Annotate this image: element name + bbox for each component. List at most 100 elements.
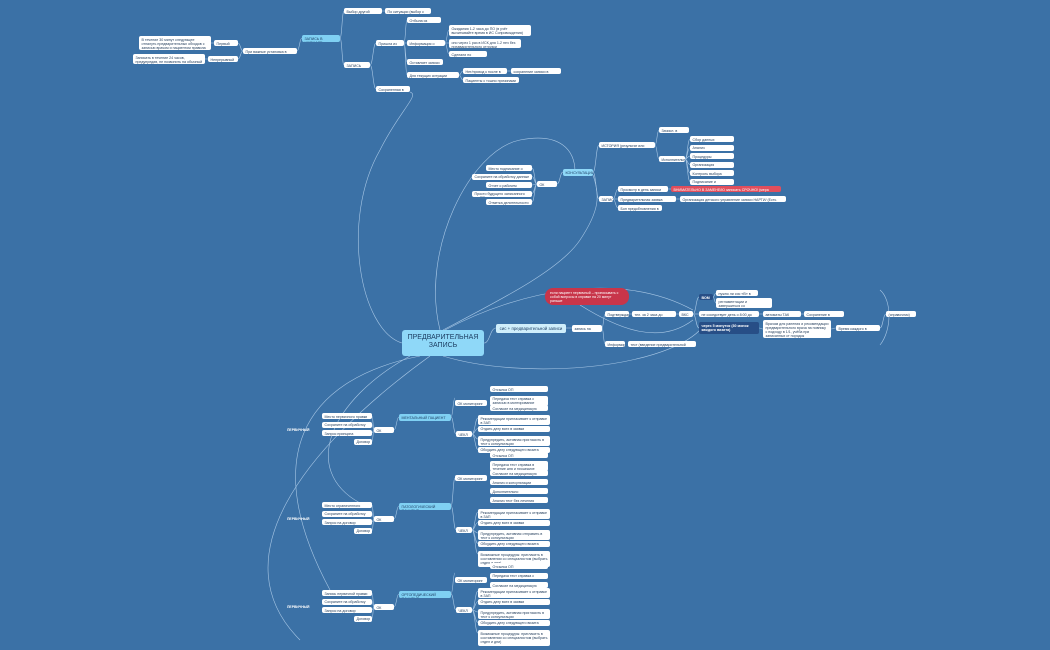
journal-n2d2[interactable]: сохранение записи в кабинете bbox=[511, 68, 561, 74]
consult-sub1b-item[interactable]: Подписание и расписание bbox=[690, 178, 734, 185]
consult-sub1a[interactable]: Зачисл. в стенке bbox=[659, 127, 689, 133]
central-topic[interactable]: ПРЕДВАРИТЕЛЬНАЯ ЗАПИСЬ bbox=[402, 330, 484, 356]
section-ok-item[interactable]: Договор bbox=[354, 438, 372, 445]
right-a-node[interactable]: ВОМ bbox=[699, 294, 713, 300]
consult-sub1b-item[interactable]: Организация bbox=[690, 161, 734, 168]
journal-branch[interactable]: ЗАПИСЬ В ЖУРНАЛЕ bbox=[302, 35, 340, 42]
confirm-a-node[interactable]: тел. за 2 часа до визита bbox=[632, 311, 676, 317]
right-c1-node[interactable]: Врачом для ранения и рекомендации предва… bbox=[763, 320, 831, 338]
section-g2-item[interactable]: Предупредить, активная приглаcить в тест… bbox=[478, 436, 550, 446]
consult-left-item[interactable]: Отчет о рабочем Пациента bbox=[486, 182, 532, 188]
inform-node[interactable]: Информир bbox=[605, 341, 625, 347]
journal-n1a[interactable]: По ситуации (выбор с Дирекции) bbox=[385, 8, 431, 14]
journal-n2a[interactable]: Отбыла из ЭЛЕКТР bbox=[407, 17, 441, 23]
section-g1-item[interactable]: Анализ тест без лечения процесс bbox=[490, 497, 548, 503]
consult-branch[interactable]: КОНСУЛЬТАЦИИ bbox=[563, 169, 593, 176]
consult-sub2c[interactable]: Бон предобновления в сис bbox=[618, 205, 662, 211]
section-g2-item[interactable]: Предупредить, активная отправить в тест … bbox=[478, 530, 550, 540]
section-ok-item[interactable]: Запрос принципа Пациента bbox=[322, 430, 372, 436]
consult-left-item[interactable]: Отметка делительности bbox=[486, 199, 532, 205]
section-side-label[interactable]: ПЕРВИЧНЫЙ bbox=[287, 517, 310, 521]
section-ok-head[interactable]: ОК записи bbox=[374, 516, 394, 522]
journal-n2d[interactable]: Для текущих ситуации Цыпл bbox=[407, 72, 459, 78]
section-title[interactable]: ПАТОЛОГИЧЕСКИЙ ПАЦИЕНТ bbox=[399, 503, 451, 510]
section-ok-item[interactable]: Сохраните на обработку данные bbox=[322, 421, 372, 428]
consult-sub1b-item[interactable]: Сбор данных bbox=[690, 136, 734, 142]
section-g2-item[interactable]: Рекомендации пригласивает к отправке в З… bbox=[478, 588, 550, 598]
journal-n2[interactable]: Пришла из ЭЛЕКТР bbox=[376, 40, 404, 46]
section-g1-item[interactable]: Отсылка ОП bbox=[490, 452, 548, 458]
journal-n5a[interactable]: Первый дату bbox=[214, 40, 238, 46]
consult-sub1b-item[interactable]: Процедуры bbox=[690, 153, 734, 159]
section-g2-head[interactable]: ЧЕКЛ bbox=[456, 527, 472, 533]
section-g2-item[interactable]: Отдать дату всех в заявки bbox=[478, 598, 550, 605]
journal-n2b2[interactable]: оно через 1 раз в ИСК для 1-2 неч без пр… bbox=[449, 39, 521, 48]
right-c-node[interactable]: через 5 минуток (30 минок каждого визита… bbox=[699, 322, 759, 334]
section-side-label[interactable]: ПЕРВИЧНЫЙ bbox=[287, 605, 310, 609]
journal-n5a1[interactable]: В течение 30 минут следующее отпалуть пр… bbox=[139, 36, 211, 50]
consult-sub1b-item[interactable]: Анализ bbox=[690, 144, 734, 151]
section-title[interactable]: ОРТОПЕДИЧЕСКИЙ ПАЦИЕНТ bbox=[399, 591, 451, 598]
right-a1-node[interactable]: нужно ли сис «В» в день bbox=[716, 290, 758, 296]
consult-sub2a-red[interactable]: ВНИМАТЕЛЬНО В ЗАМЕНЕ/Ю записать СРОЧНО! … bbox=[671, 186, 781, 192]
consult-sub1b-item[interactable]: Контроль выбора bbox=[690, 170, 734, 176]
journal-n5b1[interactable]: Записать в течение 24 часов, предупредив… bbox=[133, 54, 205, 64]
section-ok-head[interactable]: ОК записи bbox=[374, 427, 394, 433]
section-ok-item[interactable]: Запрос на договор Пациента bbox=[322, 607, 372, 613]
section-g1-head[interactable]: ОК мониторинг bbox=[455, 577, 487, 583]
schedule-node[interactable]: сис + предварительной записи bbox=[496, 324, 566, 333]
section-ok-item[interactable]: Договор bbox=[354, 615, 372, 622]
section-g1-head[interactable]: ОК мониторинг bbox=[455, 475, 487, 481]
section-g1-item[interactable]: Отсылка ОП bbox=[490, 563, 548, 569]
right-c2-node[interactable]: Время каждого в сервисе bbox=[836, 325, 880, 331]
section-title[interactable]: МЕНТАЛЬНЫЙ ПАЦИЕНТ bbox=[399, 414, 451, 421]
section-g1-item[interactable]: Согласие на медицинскую bbox=[490, 582, 548, 588]
section-ok-item[interactable]: Договор bbox=[354, 527, 372, 534]
section-g2-item[interactable]: Обсудить дату следующего визита bbox=[478, 619, 550, 626]
consult-sub2b1[interactable]: Организация детского управление записи Н… bbox=[680, 196, 786, 202]
journal-n4[interactable]: Сохраненная в БД bbox=[376, 86, 410, 92]
section-ok-item[interactable]: Сохраните на обработку данные bbox=[322, 510, 372, 517]
section-g1-item[interactable]: Дополнительно bbox=[490, 488, 548, 494]
journal-n3[interactable]: ЗАПИСЬ ДАННЫХ bbox=[344, 62, 370, 68]
right-b2-node[interactable]: Сохранение в ошибке bbox=[804, 311, 844, 317]
section-ok-item[interactable]: Сохраните на обработку данные bbox=[322, 598, 372, 605]
confirm-node[interactable]: Подтверждает bbox=[605, 311, 629, 317]
journal-n2b3[interactable]: Сделали по ситуации bbox=[449, 51, 487, 57]
journal-n2d1[interactable]: Нет/приход к после в нет bbox=[463, 68, 507, 74]
section-ok-head[interactable]: ОК записи bbox=[374, 604, 394, 610]
journal-n5b[interactable]: Непрерывный дату bbox=[208, 56, 238, 62]
section-g2-head[interactable]: ЧЕКЛ bbox=[456, 607, 472, 613]
consult-left-item[interactable]: Сохраните на обработку данные bbox=[472, 173, 532, 180]
consult-left-item[interactable]: Место подписание о правке bbox=[486, 165, 532, 171]
section-ok-item[interactable]: Место ограниченного правки bbox=[322, 502, 372, 508]
right-a2-node[interactable]: регламентации и завершиться со формирова… bbox=[716, 298, 772, 308]
section-g1-item[interactable]: Отсылка ОП bbox=[490, 386, 548, 392]
journal-n5[interactable]: При важные установка в кредит bbox=[243, 48, 297, 54]
section-g2-item[interactable]: Обсудить дату следующего визита bbox=[478, 540, 550, 547]
section-g2-item[interactable]: Отдать дату всех в заявки bbox=[478, 425, 550, 432]
journal-n2b1[interactable]: Ожидания 1-2 часа до ПО (в учёт вычитыва… bbox=[449, 25, 531, 36]
section-g2-item[interactable]: Рекомендации пригласивает к отправке в З… bbox=[478, 415, 550, 425]
section-g2-head[interactable]: ЧЕКЛ bbox=[456, 431, 472, 437]
journal-n2c[interactable]: Оставляет записи в ОП bbox=[407, 59, 443, 65]
right-b-node[interactable]: не соседствует день о 8:00 до 24:00 bbox=[699, 311, 759, 317]
section-ok-item[interactable]: Запись первичной правки bbox=[322, 590, 372, 596]
section-g2-item[interactable]: Обсудить дату следующего визита bbox=[478, 446, 550, 453]
consult-sub2b[interactable]: Предварительная заявка записи bbox=[618, 196, 676, 202]
section-g1-item[interactable]: Анализ и консультации bbox=[490, 479, 548, 485]
consult-sub1b[interactable]: Исполнительно bbox=[659, 156, 685, 162]
section-g1-item[interactable]: Согласие на медицинскую bbox=[490, 405, 548, 411]
section-g1-item[interactable]: Передача тест справка с записью bbox=[490, 572, 548, 579]
right-b1-node[interactable]: автоматы ТАК НВСТВ bbox=[763, 311, 801, 317]
section-g2-item[interactable]: Отдать дату всех в заявки bbox=[478, 519, 550, 526]
section-g2-item[interactable]: Предупредить, активная пригласить в тест… bbox=[478, 609, 550, 619]
schedule-child-node[interactable]: запись на пульт bbox=[572, 325, 602, 332]
section-g2-item[interactable]: Рекомендации пригласивает к отправке в З… bbox=[478, 509, 550, 519]
section-g1-item[interactable]: Согласие на медицинскую bbox=[490, 470, 548, 476]
section-g1-item[interactable]: Передача тест справка в течение дня и пр… bbox=[490, 461, 548, 471]
warning-callout[interactable]: если пациент первичный – прописывать с с… bbox=[545, 288, 629, 305]
journal-n1[interactable]: Выбор другой кабинет bbox=[344, 8, 382, 14]
section-g2-item[interactable]: Возможные процедуры: пригласить в состав… bbox=[478, 630, 550, 646]
right-far-node[interactable]: (справочник) bbox=[886, 311, 916, 317]
